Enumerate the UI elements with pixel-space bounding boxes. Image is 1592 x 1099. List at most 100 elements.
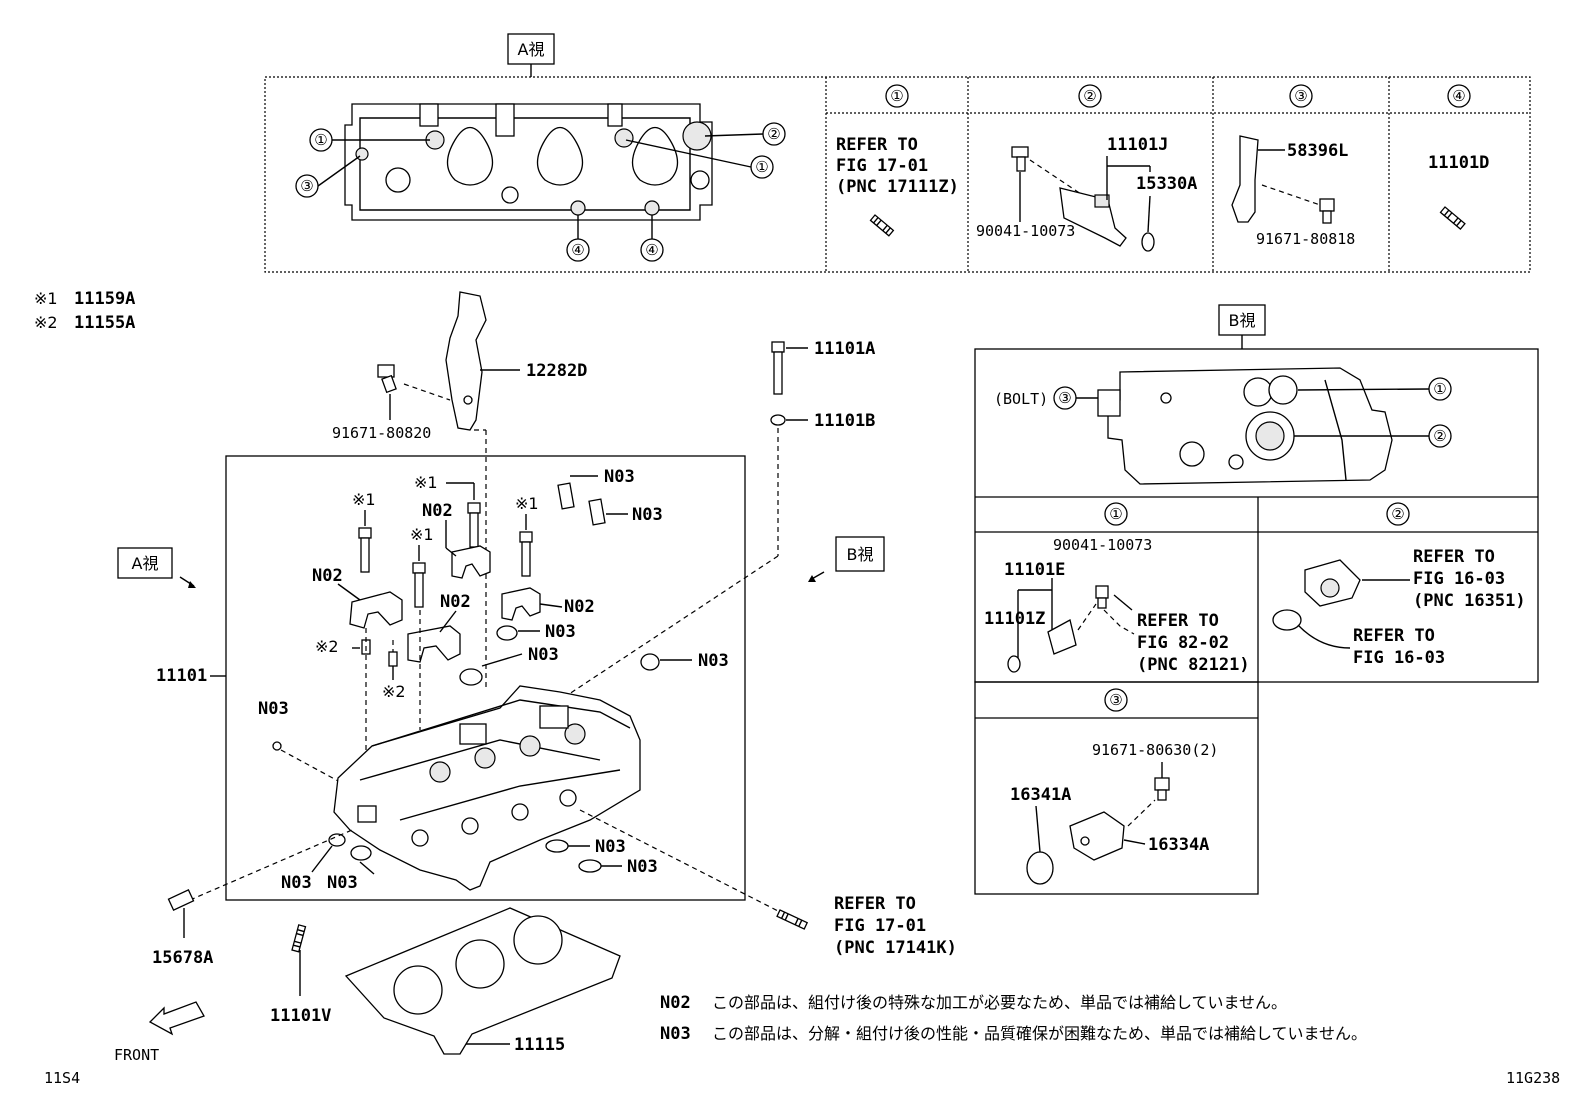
svg-text:B視: B視 [1229,311,1256,330]
bolt-icon [1154,777,1170,801]
stud-11101V: 11101V [270,924,331,1026]
svg-text:N03: N03 [604,467,635,487]
svg-text:91671-80630(2): 91671-80630(2) [1092,741,1218,759]
svg-text:11155A: 11155A [74,313,135,333]
sensor-icon [1059,187,1127,247]
a-cell1: REFER TO FIG 17-01 (PNC 17111Z) [836,135,959,237]
svg-text:①: ① [755,158,768,176]
svg-text:※2: ※2 [34,313,58,332]
svg-text:③: ③ [1294,87,1307,105]
svg-text:(PNC 17111Z): (PNC 17111Z) [836,177,959,197]
svg-text:③: ③ [1058,389,1071,407]
svg-text:11159A: 11159A [74,289,135,309]
svg-text:①: ① [1433,380,1446,398]
valve-icon [1304,559,1361,607]
svg-text:11115: 11115 [514,1035,565,1055]
main-frame [225,455,746,901]
svg-text:①: ① [314,131,327,149]
mark-notes: ※1 11159A ※2 11155A [34,289,135,333]
svg-text:②: ② [1391,505,1404,523]
svg-text:※1: ※1 [410,525,434,544]
plug-15678A: 15678A [152,829,353,968]
legend: N02 この部品は、組付け後の特殊な加工が必要なため、単品では補給していません。… [660,993,1367,1044]
svg-text:91671-80820: 91671-80820 [332,424,431,442]
bracket-icon [1231,135,1259,223]
svg-text:(PNC 17141K): (PNC 17141K) [834,938,957,958]
o-ring-icon [1026,851,1054,885]
a-view-callouts: ① ③ ② ① ④ ④ [295,122,786,262]
svg-text:11101Z: 11101Z [984,609,1045,629]
svg-text:この部品は、分解・組付け後の性能・品質確保が困難なため、単品: この部品は、分解・組付け後の性能・品質確保が困難なため、単品では補給していません… [712,1024,1367,1043]
stud-icon [1439,206,1466,230]
svg-text:N02: N02 [564,597,595,617]
a-cell3: 58396L 91671-80818 [1231,135,1355,248]
svg-text:N03: N03 [698,651,729,671]
b-panel-headers: ① ② ③ [1104,502,1410,712]
head-gasket: 11115 [344,907,621,1055]
svg-text:N03: N03 [528,645,559,665]
svg-text:FRONT: FRONT [114,1046,159,1064]
svg-text:④: ④ [645,241,658,259]
svg-text:REFER TO: REFER TO [834,894,916,914]
svg-text:11101V: 11101V [270,1006,331,1026]
a-view-cylinder-head [344,103,713,221]
svg-text:B視: B視 [847,545,874,564]
svg-text:この部品は、組付け後の特殊な加工が必要なため、単品では補給し: この部品は、組付け後の特殊な加工が必要なため、単品では補給していません。 [712,993,1287,1012]
svg-text:11101A: 11101A [814,339,875,359]
svg-text:※1: ※1 [34,289,58,308]
n03-parts: N03 N03 N03 N03 N03 N03 N03 N03 N03 N03 [258,467,729,893]
svg-text:N03: N03 [632,505,663,525]
b-view-panel [974,348,1539,895]
svg-text:16334A: 16334A [1148,835,1209,855]
label-11101: 11101 [156,666,226,686]
svg-text:11S4: 11S4 [44,1069,80,1087]
bolts-mark1: ※1 ※1 ※1 ※1 [352,473,539,608]
footer: 11S4 11G238 [44,1069,1560,1087]
svg-text:11101: 11101 [156,666,207,686]
a-cell4: 11101D [1428,153,1489,230]
a-cell2: 11101J 15330A 90041-10073 [976,135,1197,252]
stud-icon [869,214,895,237]
bolt-11101A: 11101A 11101B [559,339,875,701]
svg-text:①: ① [1109,505,1122,523]
svg-text:※1: ※1 [515,494,539,513]
svg-text:③: ③ [1109,691,1122,709]
svg-text:11101B: 11101B [814,411,875,431]
svg-text:②: ② [767,125,780,143]
svg-text:11101E: 11101E [1004,560,1065,580]
svg-text:FIG 16-03: FIG 16-03 [1413,569,1505,589]
svg-text:※1: ※1 [414,473,438,492]
o-ring-icon [1007,655,1021,673]
b-cell3: 91671-80630(2) 16341A 16334A [1010,741,1218,885]
b-view-tag: B視 [1218,304,1266,349]
svg-text:A視: A視 [518,40,545,59]
a-view-tag: A視 [507,33,555,77]
svg-text:N02: N02 [440,592,471,612]
bolt-icon [1011,146,1029,172]
svg-text:N03: N03 [545,622,576,642]
bolt-icon [1095,585,1109,609]
svg-text:REFER TO: REFER TO [1413,547,1495,567]
cover-plate-icon [1069,811,1125,861]
bolt-icon [1319,198,1335,224]
svg-text:16341A: 16341A [1010,785,1071,805]
b-view-cylinder-head [1097,367,1393,485]
svg-text:FIG 82-02: FIG 82-02 [1137,633,1229,653]
svg-text:15678A: 15678A [152,948,213,968]
svg-text:N02: N02 [312,566,343,586]
svg-text:12282D: 12282D [526,361,587,381]
svg-text:※1: ※1 [352,490,376,509]
b-cell2: REFER TO FIG 16-03 (PNC 16351) REFER TO … [1272,547,1526,668]
dowel-pins: ※2 ※2 [315,610,421,760]
svg-text:FIG 16-03: FIG 16-03 [1353,648,1445,668]
svg-text:90041-10073: 90041-10073 [976,222,1075,240]
svg-text:N03: N03 [660,1024,691,1044]
svg-text:N03: N03 [281,873,312,893]
svg-text:②: ② [1433,427,1446,445]
o-ring-icon [1141,232,1155,252]
b-view-callouts: (BOLT) ③ ① ② [994,377,1452,448]
a-panel-headers: ① ② ③ ④ [885,84,1471,108]
a-view-panel [264,76,1531,273]
svg-text:①: ① [890,87,903,105]
svg-text:③: ③ [300,177,313,195]
